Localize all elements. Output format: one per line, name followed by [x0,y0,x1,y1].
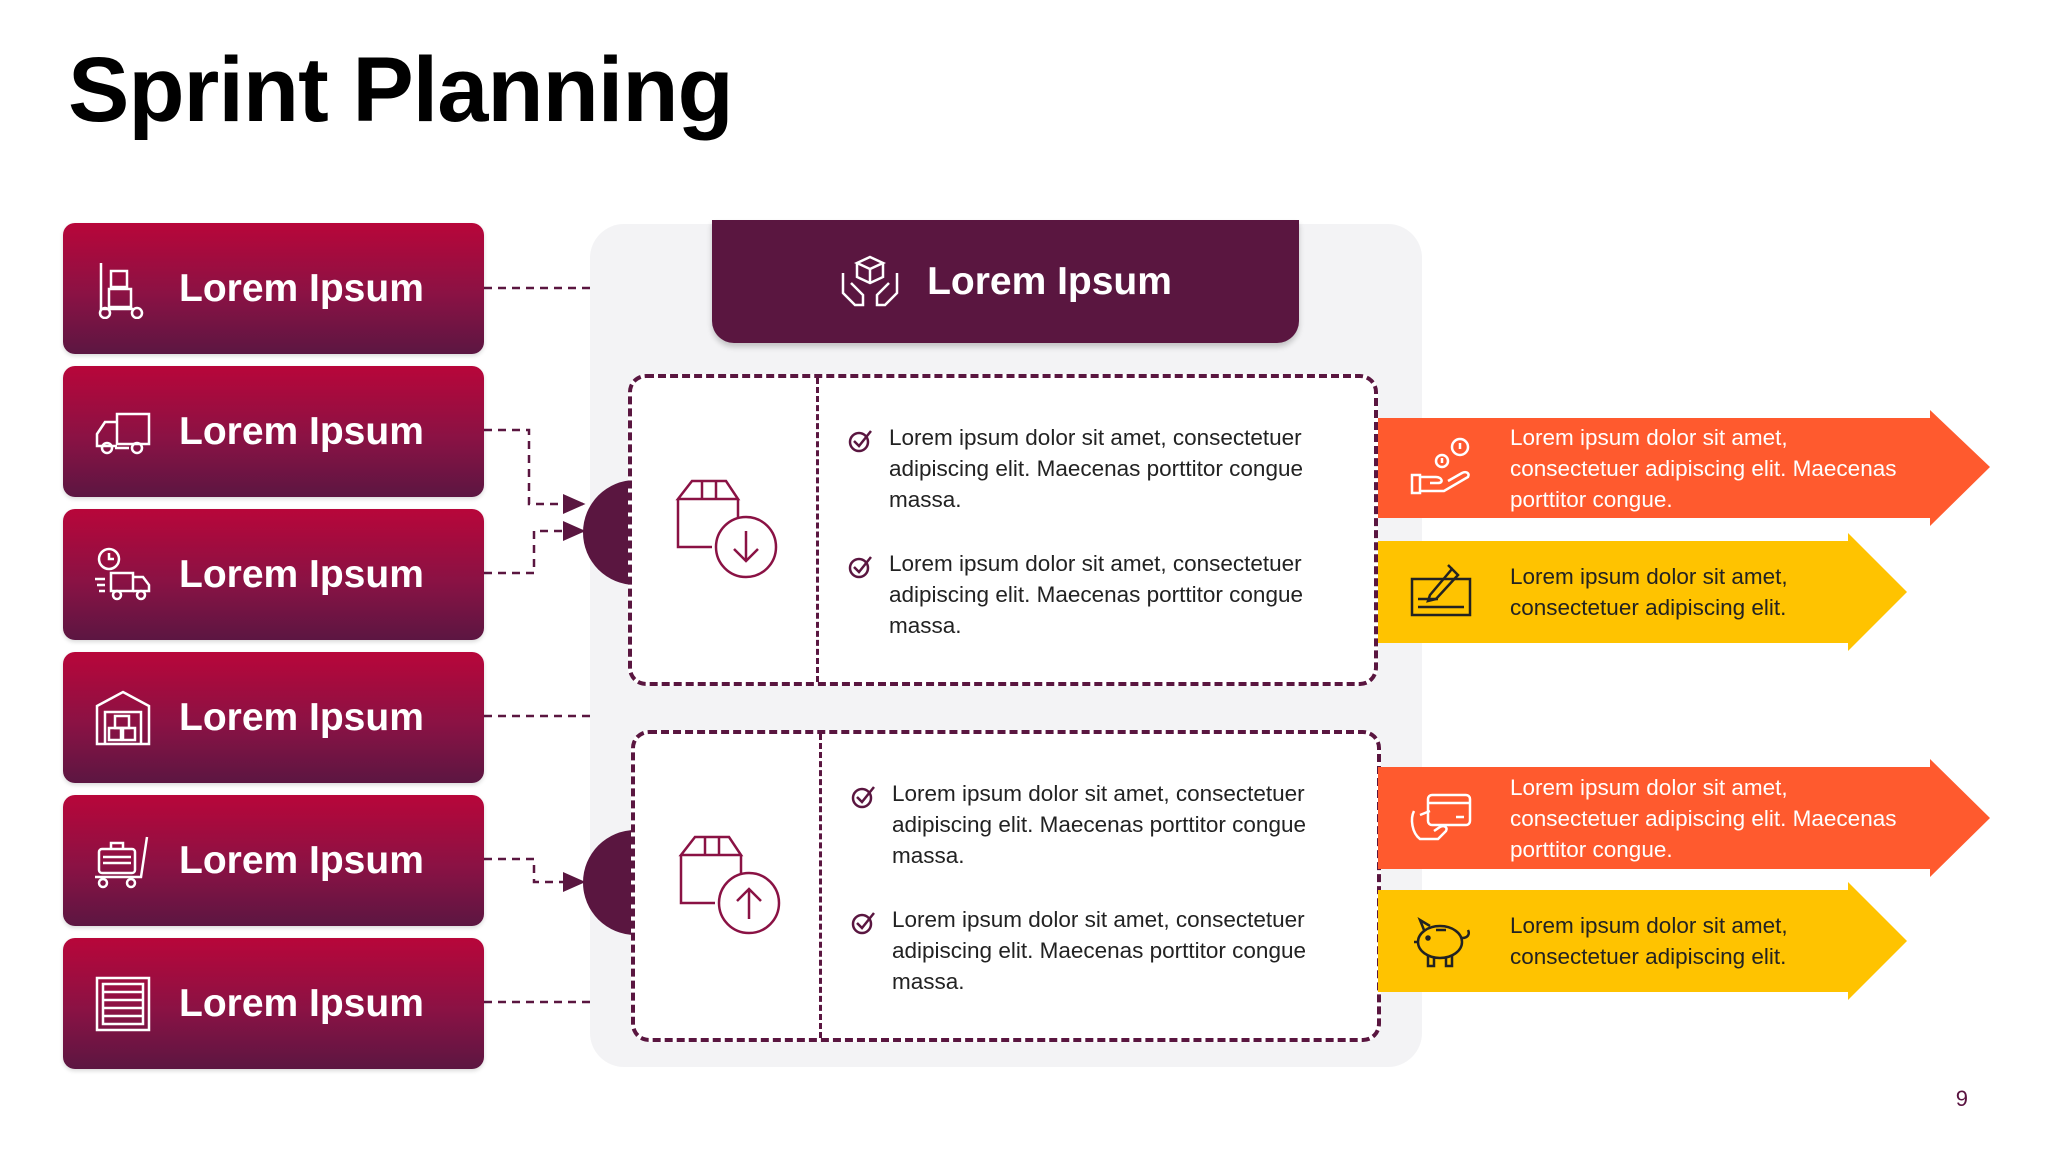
luggage-cart-icon [95,836,149,888]
center-header-label: Lorem Ipsum [927,259,1172,303]
warehouse-icon [95,690,151,745]
box-upload-icon [678,835,781,935]
page-number: 9 [1955,1086,1968,1111]
left-item-label: Lorem Ipsum [179,981,424,1025]
check-circle-icon [851,912,875,935]
box-divider [819,734,822,1038]
arrow-item-1: Lorem ipsum dolor sit amet, consectetuer… [1378,418,1918,518]
hand-truck-icon [98,262,144,319]
left-item-label: Lorem Ipsum [179,552,424,596]
check-circle-icon [851,786,875,809]
center-header: Lorem Ipsum [712,220,1299,343]
arrow-text: Lorem ipsum dolor sit amet, consectetuer… [1510,774,1897,862]
arrow-3-shape [1378,759,1990,877]
bullet-text: Lorem ipsum dolor sit amet, consectetuer… [889,551,1303,638]
check-circle-icon [848,556,872,579]
arrow-text: Lorem ipsum dolor sit amet, consectetuer… [1510,424,1897,512]
arrow-item-3: Lorem ipsum dolor sit amet, consectetuer… [1378,767,1918,869]
left-item-4[interactable]: Lorem Ipsum [63,652,484,783]
bullet-text: Lorem ipsum dolor sit amet, consectetuer… [889,425,1303,512]
left-item-1[interactable]: Lorem Ipsum [63,223,484,354]
left-item-label: Lorem Ipsum [179,409,424,453]
credit-card-hand-icon [1410,793,1472,841]
left-item-3[interactable]: Lorem Ipsum [63,509,484,640]
check-signature-icon [1410,564,1472,617]
left-item-label: Lorem Ipsum [179,838,424,882]
box-divider [816,378,819,682]
left-item-6[interactable]: Lorem Ipsum [63,938,484,1069]
left-item-label: Lorem Ipsum [179,266,424,310]
outbound-box: Lorem ipsum dolor sit amet, consectetuer… [631,730,1381,1042]
arrow-1-shape [1378,410,1990,526]
slide-title: Sprint Planning [68,39,734,141]
check-circle-icon [848,430,872,453]
left-item-label: Lorem Ipsum [179,695,424,739]
bullet-item: Lorem ipsum dolor sit amet, consectetuer… [847,422,1367,515]
left-item-2[interactable]: Lorem Ipsum [63,366,484,497]
bullet-item: Lorem ipsum dolor sit amet, consectetuer… [850,904,1370,997]
hand-coins-icon [1410,437,1470,495]
piggy-bank-icon [1414,917,1470,968]
bullet-item: Lorem ipsum dolor sit amet, consectetuer… [847,548,1367,641]
connector-5 [484,857,586,892]
arrow-item-4: Lorem ipsum dolor sit amet, consectetuer… [1378,890,1848,992]
bullet-item: Lorem ipsum dolor sit amet, consectetuer… [850,778,1370,871]
arrow-item-2: Lorem ipsum dolor sit amet, consectetuer… [1378,541,1848,643]
arrow-2-shape [1378,533,1907,651]
arrow-4-shape [1378,882,1907,1000]
arrow-text: Lorem ipsum dolor sit amet, consectetuer… [1510,913,1788,969]
crate-icon [95,976,151,1031]
connector-2 [484,428,586,514]
bullet-text: Lorem ipsum dolor sit amet, consectetuer… [892,907,1306,994]
arrow-text: Lorem ipsum dolor sit amet, consectetuer… [1510,564,1788,620]
hands-box-icon [841,255,899,306]
inbound-box: Lorem ipsum dolor sit amet, consectetuer… [628,374,1378,686]
bullet-text: Lorem ipsum dolor sit amet, consectetuer… [892,781,1306,868]
delivery-truck-icon [95,412,151,454]
fast-delivery-clock-icon [95,547,151,600]
box-download-icon [675,479,778,579]
left-item-5[interactable]: Lorem Ipsum [63,795,484,926]
connector-3 [484,521,586,575]
